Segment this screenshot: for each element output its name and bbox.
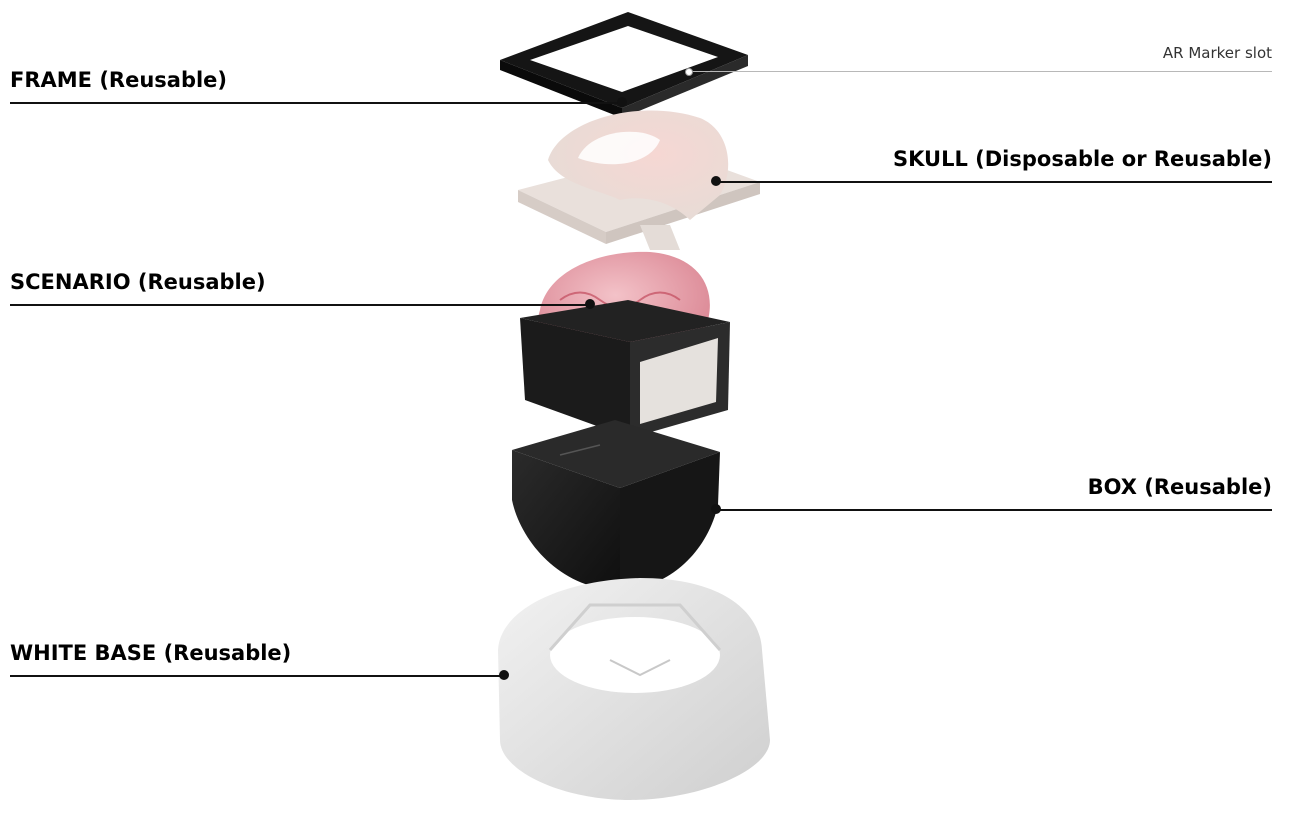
white-base-illustration bbox=[498, 578, 770, 800]
frame-illustration bbox=[500, 12, 748, 118]
box-leader-dot bbox=[711, 504, 721, 514]
scenario-illustration bbox=[520, 251, 730, 438]
scenario-label: SCENARIO (Reusable) bbox=[10, 270, 266, 294]
frame-label: FRAME (Reusable) bbox=[10, 68, 228, 92]
scenario-leader-dot bbox=[585, 299, 595, 309]
white-base-label: WHITE BASE (Reusable) bbox=[10, 641, 292, 665]
scenario-leader-line bbox=[10, 304, 590, 306]
frame-leader-dot bbox=[617, 97, 627, 107]
skull-leader-line bbox=[718, 181, 1272, 183]
ar-marker-slot-label: AR Marker slot bbox=[1162, 44, 1272, 62]
box-illustration bbox=[512, 420, 720, 590]
ar-marker-leader-line bbox=[690, 71, 1272, 72]
box-leader-line bbox=[718, 509, 1272, 511]
skull-leader-dot bbox=[711, 176, 721, 186]
ar-marker-leader-dot bbox=[685, 68, 693, 76]
frame-leader-line bbox=[10, 102, 622, 104]
box-label: BOX (Reusable) bbox=[1087, 475, 1272, 499]
white-base-leader-line bbox=[10, 675, 504, 677]
skull-label: SKULL (Disposable or Reusable) bbox=[893, 147, 1272, 171]
white-base-leader-dot bbox=[499, 670, 509, 680]
skull-illustration bbox=[518, 110, 760, 250]
